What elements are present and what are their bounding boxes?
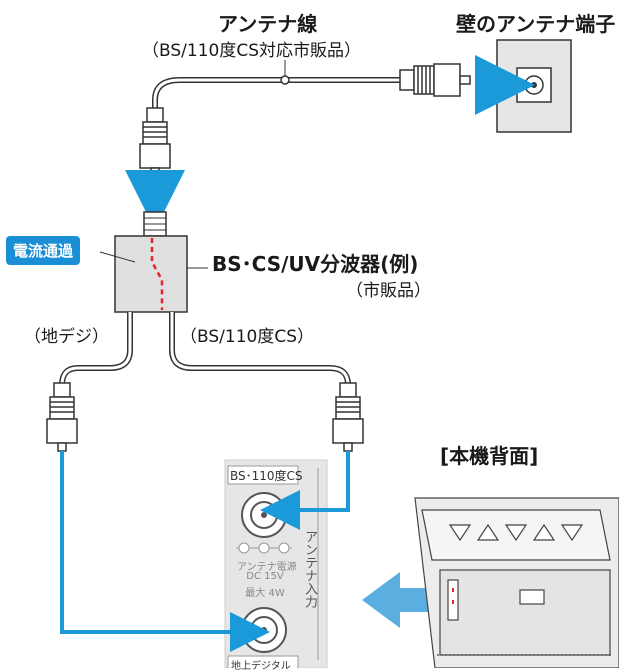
current-pass-badge: 電流通過: [6, 236, 81, 265]
splitter-subtitle: （市販品）: [346, 281, 431, 301]
panel-top-port-label: BS･110度CS: [230, 469, 303, 483]
splitter-title: BS･CS/UV分波器(例): [212, 252, 419, 276]
current-path-line: [150, 238, 164, 310]
wall-side-f-connector: [399, 63, 471, 97]
antenna-cable: [152, 60, 400, 110]
wall-terminal-plate: [496, 39, 572, 133]
cable-bs-cs-blue: [260, 451, 350, 530]
panel-power-line3: 最大 4W: [245, 588, 285, 599]
cable-f-connector-top: [139, 107, 171, 177]
antenna-cable-subtitle: （BS/110度CS対応市販品）: [142, 41, 361, 61]
panel-power-line1: アンテナ電源: [237, 562, 297, 573]
wall-terminal-label: 壁のアンテナ端子: [456, 12, 616, 36]
splitter-body: [114, 211, 188, 313]
tv-back-label: [本機背面]: [440, 444, 539, 468]
f-connector-terrestrial: [46, 382, 78, 452]
panel-power-line2: DC 15V: [246, 571, 284, 582]
output-cables: [59, 312, 351, 386]
cable-terrestrial-blue: [60, 451, 270, 652]
f-connector-bs-cs: [332, 382, 364, 452]
large-direction-arrow: [362, 572, 445, 628]
tv-back-illustration: [414, 497, 619, 668]
panel-bottom-port-label: 地上デジタル: [231, 661, 291, 672]
antenna-cable-title: アンテナ線: [218, 12, 318, 36]
output-bs-cs-label: （BS/110度CS）: [180, 327, 314, 347]
cable-marker-dot: [280, 75, 290, 85]
output-terrestrial-label: （地デジ）: [24, 327, 109, 347]
badge-leader-line: [99, 251, 136, 263]
panel-side-label: アンテナ入力: [302, 530, 317, 608]
